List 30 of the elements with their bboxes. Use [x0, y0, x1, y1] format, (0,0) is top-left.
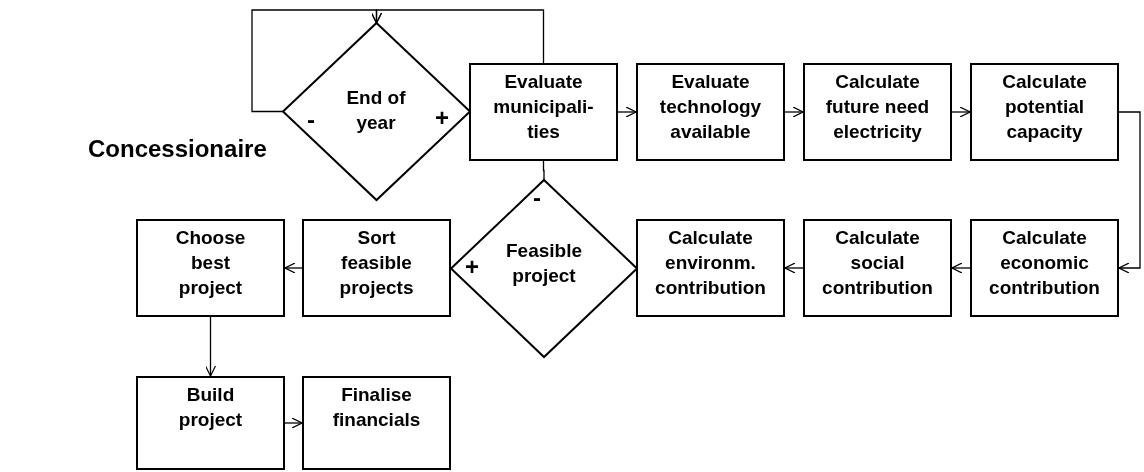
arrow [284, 417, 303, 429]
decision-diamond [283, 23, 470, 200]
arrow [1118, 111, 1141, 274]
arrow [784, 106, 804, 118]
process-box: Choose best project [136, 219, 285, 317]
process-box: Evaluate municipali- ties [469, 63, 618, 161]
process-box: Finalise financials [302, 376, 451, 470]
branch-sign: + [465, 255, 479, 279]
arrow [370, 9, 545, 64]
arrow [204, 316, 217, 377]
process-box: Evaluate technology available [636, 63, 785, 161]
branch-sign: - [307, 108, 315, 132]
process-box: Calculate future need electricity [803, 63, 952, 161]
decision-label: End of year [345, 86, 407, 135]
process-box: Calculate economic contribution [970, 219, 1119, 317]
decision-diamond [451, 180, 637, 357]
process-box: Calculate social contribution [803, 219, 952, 317]
decision-label: Feasible project [504, 239, 583, 288]
arrow [951, 106, 971, 118]
process-box: Calculate potential capacity [970, 63, 1119, 161]
arrow [284, 262, 303, 274]
arrow [617, 106, 637, 118]
process-box: Sort feasible projects [302, 219, 451, 317]
branch-sign: - [533, 186, 541, 210]
process-box: Calculate environm. contribution [636, 219, 785, 317]
process-box: Build project [136, 376, 285, 470]
lane-label: Concessionaire [88, 135, 267, 163]
arrow [951, 262, 971, 274]
arrow [784, 262, 804, 274]
branch-sign: + [435, 106, 449, 130]
